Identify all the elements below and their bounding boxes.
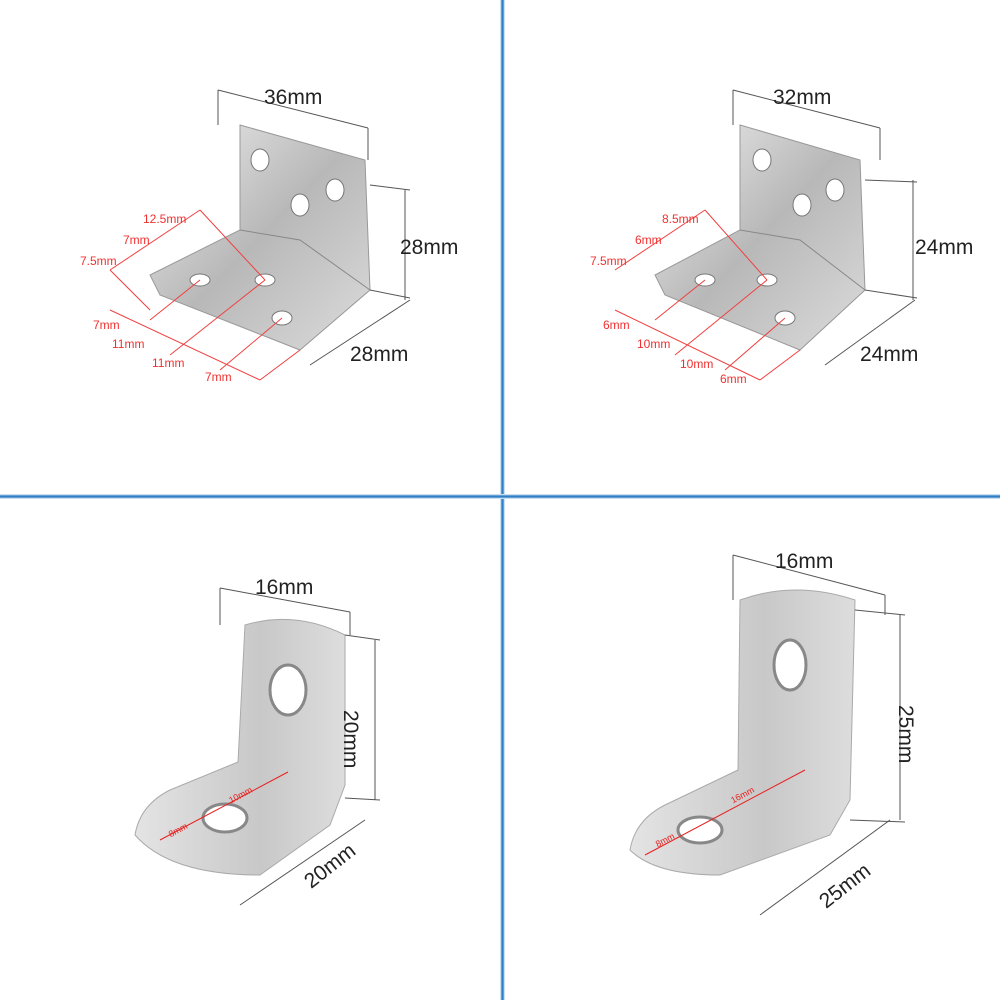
bracket-2-hole-large-drawing <box>629 554 906 916</box>
dim-label: 7mm <box>205 370 232 384</box>
vertical-divider <box>500 0 505 1000</box>
width-label: 16mm <box>775 550 834 573</box>
width-label: 32mm <box>773 86 832 109</box>
dim-label: 10mm <box>637 337 671 351</box>
height-label: 25mm <box>894 705 917 764</box>
dim-label: 7.5mm <box>80 254 117 268</box>
dim-label: 6mm <box>603 318 630 332</box>
dim-label: 11mm <box>152 356 185 370</box>
horizontal-divider <box>0 494 1000 499</box>
depth-label: 24mm <box>860 343 919 366</box>
dim-label: 10mm <box>680 357 714 371</box>
height-label: 20mm <box>339 710 362 769</box>
bracket-2-hole-small-drawing <box>134 587 381 906</box>
dim-label: 6mm <box>635 233 662 247</box>
height-label: 24mm <box>915 236 974 259</box>
bracket-panel-32mm: 32mm 24mm 24mm 8.5mm 6mm 7.5mm 6mm 10mm … <box>505 0 1000 495</box>
bracket-panel-16x25mm: 16mm 25mm 25mm 16mm 8mm <box>505 500 1000 1000</box>
bracket-panel-36mm: 36mm 28mm 28mm 12.5mm 7mm 7.5mm 7mm 11mm… <box>0 0 500 495</box>
dim-label: 7.5mm <box>590 254 627 268</box>
dim-label: 8.5mm <box>662 212 699 226</box>
width-label: 36mm <box>264 86 323 109</box>
dim-label: 7mm <box>123 233 150 247</box>
height-label: 28mm <box>400 236 459 259</box>
bracket-4-hole-large-drawing <box>109 89 411 381</box>
dim-label: 12.5mm <box>143 212 187 226</box>
dim-label: 7mm <box>93 318 120 332</box>
width-label: 16mm <box>255 576 314 599</box>
bracket-4-hole-small-drawing <box>614 89 918 381</box>
depth-label: 28mm <box>350 343 409 366</box>
dim-label: 6mm <box>720 372 747 386</box>
dim-label: 11mm <box>112 337 145 351</box>
bracket-panel-16x20mm: 16mm 20mm 20mm 10mm 8mm <box>0 500 500 1000</box>
